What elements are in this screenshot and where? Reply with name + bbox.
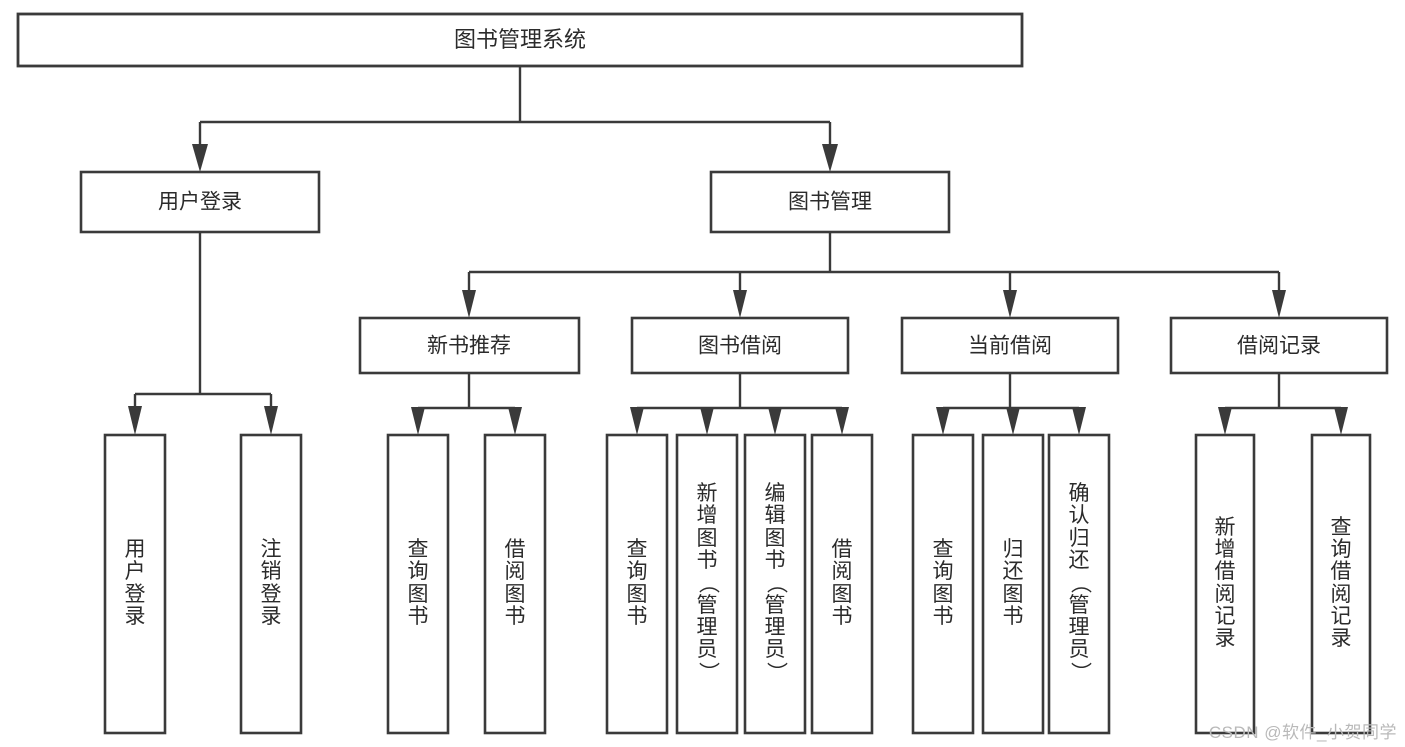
leaf-box-group [103, 433, 1372, 735]
node-book-management[interactable]: 图书管理 [709, 170, 951, 234]
arrowhead-borrow-record [1272, 290, 1286, 318]
node-box-user-login[interactable] [79, 170, 321, 234]
node-box-leaf[interactable] [103, 433, 167, 735]
arrowhead-nbr-query-book [411, 407, 425, 435]
connector-group-user-login [128, 232, 278, 435]
connector-group-root [192, 66, 838, 172]
connector-group-borrow-record [1218, 373, 1348, 435]
arrowhead-leaf-user-login [128, 406, 142, 435]
node-root-图书管理系统[interactable]: 图书管理系统 [16, 12, 1024, 68]
node-label-book-management: 图书管理 [788, 191, 872, 214]
arrowhead-leaf-logout [264, 406, 278, 435]
node-box-leaf[interactable] [239, 433, 303, 735]
arrowhead-cb-confirm-return [1072, 407, 1086, 435]
arrowhead-cb-return-book [1006, 407, 1020, 435]
node-label-borrow-record: 借阅记录 [1237, 335, 1321, 358]
node-box-leaf[interactable] [810, 433, 874, 735]
node-box-leaf[interactable] [483, 433, 547, 735]
arrowhead-br-add-record [1218, 407, 1232, 435]
node-box-current-borrow[interactable] [900, 316, 1120, 375]
arrowhead-book-borrow [733, 290, 747, 318]
node-box-leaf[interactable] [981, 433, 1045, 735]
node-current-borrow[interactable]: 当前借阅 [900, 316, 1120, 375]
node-label-book-borrow: 图书借阅 [698, 335, 782, 358]
node-label-new-book-recommend: 新书推荐 [427, 335, 511, 358]
arrowhead-cb-query-book [936, 407, 950, 435]
node-box-borrow-record[interactable] [1169, 316, 1389, 375]
arrowhead-bb-add-book [700, 407, 714, 435]
node-box-leaf[interactable] [1194, 433, 1256, 735]
csdn-watermark: CSDN @软件_小贺同学 [1208, 723, 1397, 742]
node-label-user-login: 用户登录 [158, 191, 242, 214]
node-box-book-management[interactable] [709, 170, 951, 234]
arrowhead-nbr-borrow-book [508, 407, 522, 435]
node-new-book-recommend[interactable]: 新书推荐 [358, 316, 581, 375]
node-box-leaf[interactable] [386, 433, 450, 735]
node-user-login[interactable]: 用户登录 [79, 170, 321, 234]
arrowhead-br-query-record [1334, 407, 1348, 435]
node-label-current-borrow: 当前借阅 [968, 335, 1052, 358]
node-box-leaf[interactable] [605, 433, 669, 735]
arrowhead-bb-borrow-book [835, 407, 849, 435]
arrowhead-to-book-management [822, 144, 838, 172]
node-borrow-record[interactable]: 借阅记录 [1169, 316, 1389, 375]
arrowhead-bb-query-book [630, 407, 644, 435]
arrowhead-bb-edit-book [768, 407, 782, 435]
node-box-leaf[interactable] [675, 433, 739, 735]
node-box-new-book-recommend[interactable] [358, 316, 581, 375]
node-box-leaf[interactable] [1047, 433, 1111, 735]
connector-group-book-management [462, 232, 1286, 318]
arrowhead-new-book-rec [462, 290, 476, 318]
arrowhead-current-borrow [1003, 290, 1017, 318]
node-box-root[interactable] [16, 12, 1024, 68]
connector-group-book-borrow [630, 373, 849, 435]
node-box-book-borrow[interactable] [630, 316, 850, 375]
node-box-leaf[interactable] [1310, 433, 1372, 735]
arrowhead-to-user-login [192, 144, 208, 172]
connector-group-current-borrow [936, 373, 1086, 435]
node-box-leaf[interactable] [911, 433, 975, 735]
node-book-borrow[interactable]: 图书借阅 [630, 316, 850, 375]
node-label-root: 图书管理系统 [454, 27, 586, 52]
connector-group-new-book-rec [411, 373, 522, 435]
node-box-leaf[interactable] [743, 433, 807, 735]
